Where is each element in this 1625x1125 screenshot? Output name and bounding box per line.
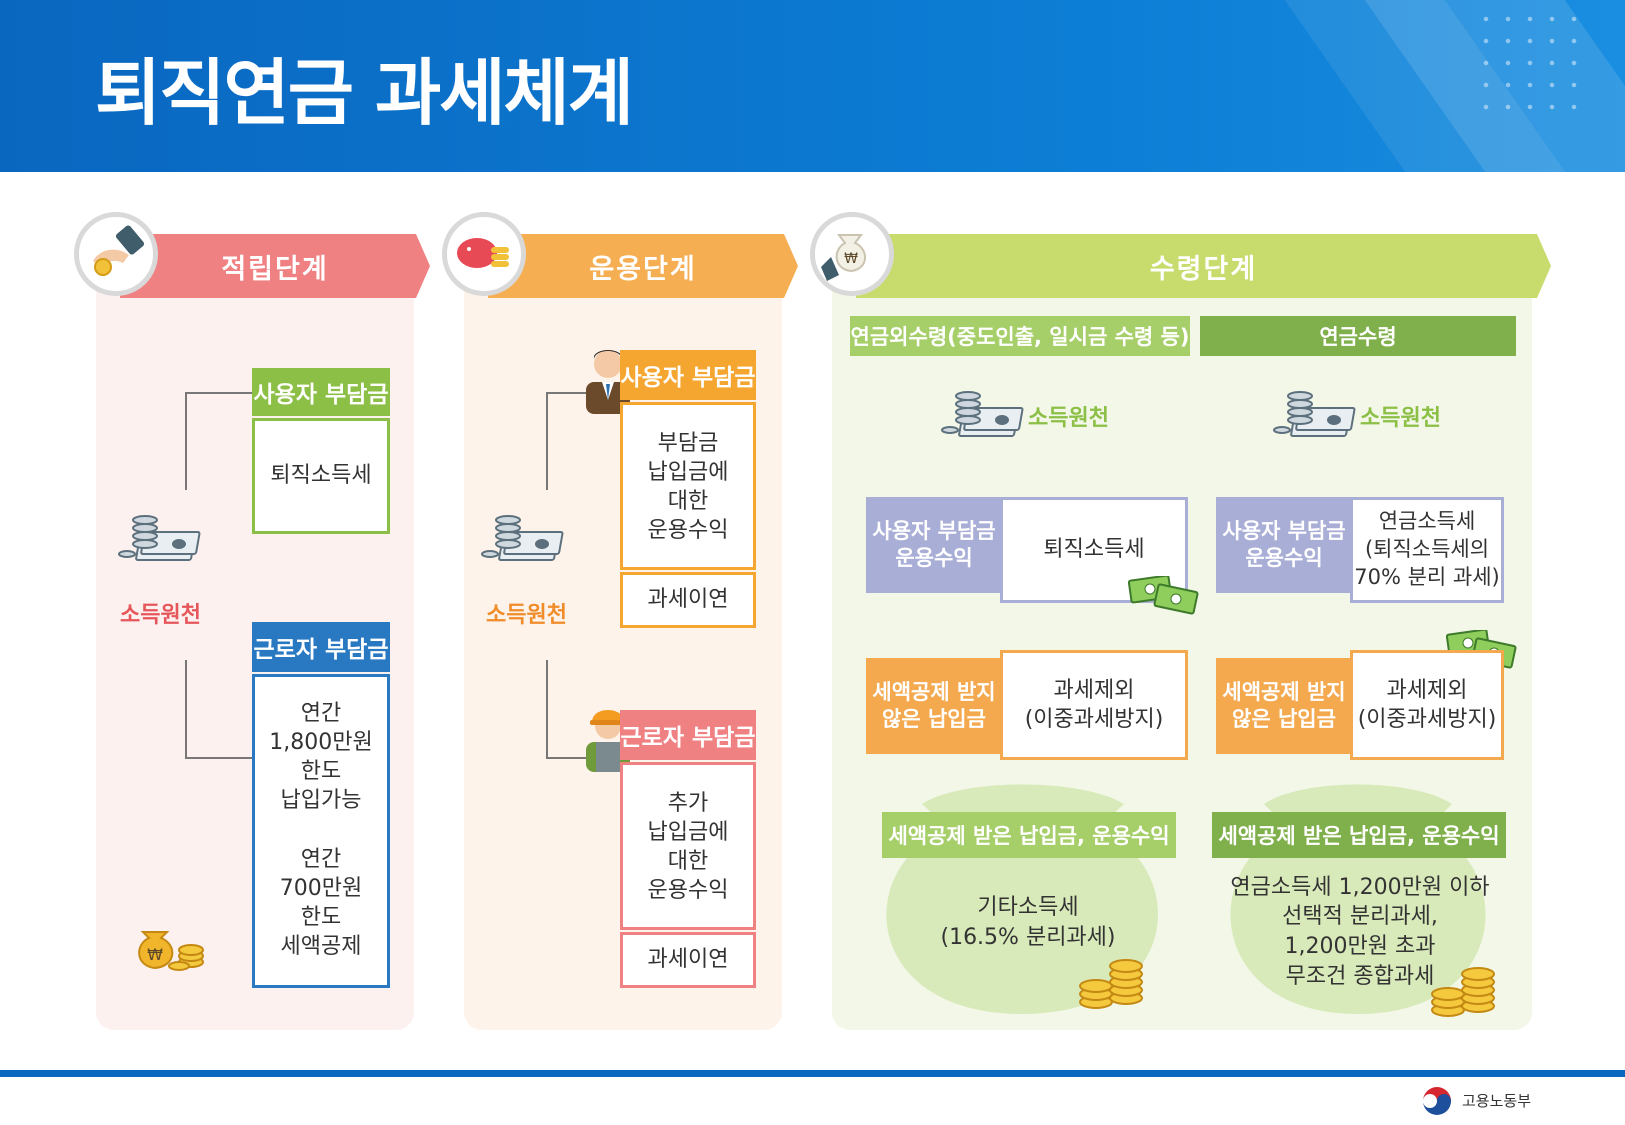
money-bag-coins-icon: ₩ (133, 918, 213, 978)
value-line: 70% 분리 과세) (1354, 564, 1500, 589)
connector-line (546, 392, 548, 490)
worker-line: 세액공제 (280, 934, 362, 960)
worker-contribution-header: 근로자 부담금 (252, 622, 390, 672)
bag-line: 연금소득세 1,200만원 이하 (1230, 874, 1490, 900)
bag-line: 무조건 종합과세 (1285, 963, 1435, 989)
non-deducted-payment-label: 세액공제 받지 않은 납입금 (866, 658, 1002, 754)
label-line: 않은 납입금 (882, 707, 986, 731)
footer-divider (0, 1070, 1625, 1077)
income-source-label: 소득원천 (120, 603, 201, 628)
bag-line: (16.5% 분리과세) (940, 925, 1116, 950)
pension-tax-rule-text: 연금소득세 1,200만원 이하 선택적 분리과세, 1,200만원 초과 무조… (1222, 870, 1498, 994)
worker-line: 한도 (300, 905, 342, 931)
value-line: (이중과세방지) (1357, 707, 1497, 732)
employer-contribution-header: 사용자 부담금 (252, 368, 390, 416)
non-deducted-payment-label: 세액공제 받지 않은 납입금 (1216, 658, 1352, 754)
worker-returns-box: 추가 납입금에 대한 운용수익 (620, 762, 756, 930)
pension-receipt-header: 연금수령 (1200, 316, 1516, 356)
worker-line: 납입가능 (280, 788, 362, 814)
worker-icon (580, 700, 636, 776)
tax-exempt-box: 과세제외 (이중과세방지) (1000, 650, 1188, 760)
tax-deducted-payment-header: 세액공제 받은 납입금, 운용수익 (1212, 812, 1506, 858)
bag-line: 1,200만원 초과 (1284, 934, 1436, 959)
worker-line: 한도 (300, 759, 342, 785)
income-source-label: 소득원천 (486, 603, 567, 628)
returns-line: 추가 (667, 791, 709, 816)
employer-returns-box: 부담금 납입금에 대한 운용수익 (620, 402, 756, 570)
tax-deferral-box: 과세이연 (620, 932, 756, 988)
accumulation-stage-title: 적립단계 (120, 234, 430, 298)
money-stack-icon (478, 508, 573, 582)
income-source-label: 소득원천 (1360, 406, 1441, 431)
money-bag-icon: ₩ (810, 212, 894, 296)
worker-line: 700만원 (279, 876, 363, 902)
tax-deducted-payment-header: 세액공제 받은 납입금, 운용수익 (882, 812, 1176, 858)
returns-line: 대한 (667, 489, 709, 515)
connector-line (185, 757, 253, 759)
returns-line: 납입금에 (647, 460, 729, 486)
worker-line: 연간 (300, 701, 342, 726)
income-source-label: 소득원천 (1028, 406, 1109, 431)
operation-stage-title: 운용단계 (488, 234, 798, 298)
label-line: 운용수익 (895, 546, 973, 570)
worker-line: 연간 (300, 847, 342, 873)
worker-limits-box: 연간 1,800만원 한도 납입가능 연간 700만원 한도 세액공제 (252, 674, 390, 988)
tax-exempt-box: 과세제외 (이중과세방지) (1350, 650, 1504, 760)
header-dot-pattern (1475, 8, 1585, 118)
coin-stack-icon (1076, 954, 1148, 1016)
header-banner: 퇴직연금 과세체계 (0, 0, 1625, 172)
pension-income-tax-box: 연금소득세 (퇴직소득세의 70% 분리 과세) (1350, 497, 1504, 603)
label-line: 세액공제 받지 (1222, 679, 1346, 704)
connector-line (185, 392, 187, 490)
returns-line: 대한 (667, 849, 709, 875)
label-line: 세액공제 받지 (872, 679, 996, 704)
employer-returns-label: 사용자 부담금 운용수익 (866, 497, 1002, 593)
ministry-emblem-icon (1420, 1084, 1454, 1122)
bag-line: 선택적 분리과세, (1282, 904, 1438, 930)
value-line: 연금소득세 (1378, 509, 1476, 534)
money-stack-icon (938, 384, 1033, 458)
money-stack-icon (115, 508, 210, 582)
bag-line: 기타소득세 (977, 895, 1079, 921)
worker-line: 1,800만원 (269, 730, 373, 756)
businessman-icon (580, 342, 636, 418)
hand-coin-icon (74, 212, 158, 296)
connector-line (546, 392, 586, 394)
returns-line: 납입금에 (647, 820, 729, 846)
worker-contribution-header: 근로자 부담금 (620, 710, 756, 760)
employer-returns-label: 사용자 부담금 운용수익 (1216, 497, 1352, 593)
label-line: 사용자 부담금 (1222, 518, 1346, 543)
label-line: 운용수익 (1245, 546, 1323, 570)
other-income-tax-text: 기타소득세 (16.5% 분리과세) (900, 888, 1156, 958)
svg-text:₩: ₩ (844, 251, 858, 267)
connector-line (185, 392, 253, 394)
money-stack-icon (1270, 384, 1365, 458)
svg-text:₩: ₩ (147, 945, 163, 964)
returns-line: 운용수익 (647, 518, 729, 544)
label-line: 않은 납입금 (1232, 707, 1336, 731)
banknote-icon (1127, 574, 1200, 620)
non-pension-receipt-header: 연금외수령(중도인출, 일시금 수령 등) (850, 316, 1190, 356)
employer-contribution-header: 사용자 부담금 (620, 350, 756, 400)
value-line: (이중과세방지) (1024, 707, 1164, 732)
ministry-logo-text: 고용노동부 (1462, 1092, 1532, 1110)
tax-deferral-box: 과세이연 (620, 572, 756, 628)
page-title: 퇴직연금 과세체계 (95, 51, 634, 135)
returns-line: 부담금 (657, 431, 719, 456)
piggy-bank-icon (442, 212, 526, 296)
connector-line (546, 660, 548, 758)
connector-line (546, 757, 586, 759)
value-line: 과세제외 (1053, 677, 1135, 703)
value-line: 과세제외 (1386, 677, 1468, 703)
label-line: 사용자 부담금 (872, 518, 996, 543)
connector-line (185, 660, 187, 758)
coin-stack-icon (1428, 962, 1500, 1024)
value-line: (퇴직소득세의 (1364, 537, 1490, 562)
employer-tax-box: 퇴직소득세 (252, 418, 390, 534)
receipt-stage-title: 수령단계 (856, 234, 1551, 298)
returns-line: 운용수익 (647, 878, 729, 904)
